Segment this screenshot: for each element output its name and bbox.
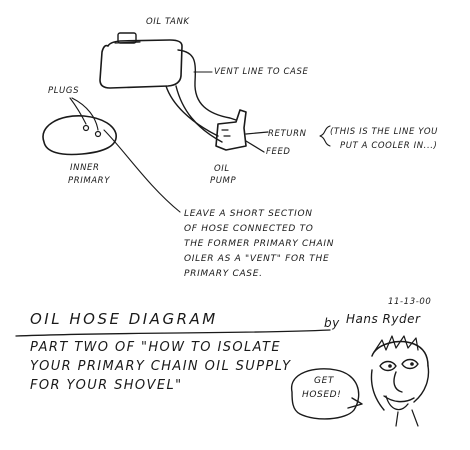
author-signature: Hans Ryder bbox=[346, 312, 421, 326]
return-pointer bbox=[245, 131, 269, 135]
leave-note-line-5: PRIMARY CASE. bbox=[184, 269, 263, 279]
vent-line-label: VENT LINE TO CASE bbox=[214, 67, 309, 77]
oil-pump-shape bbox=[215, 109, 247, 151]
leave-note-pointer bbox=[103, 129, 181, 213]
leave-note-line-2: OF HOSE CONNECTED TO bbox=[184, 224, 314, 234]
oil-tank-shape bbox=[99, 32, 183, 89]
inner-primary-label-2: PRIMARY bbox=[68, 176, 110, 186]
feed-label: FEED bbox=[266, 147, 291, 157]
bubble-text-1: GET bbox=[314, 376, 334, 386]
byline: by bbox=[324, 316, 340, 330]
cartoon-face bbox=[370, 335, 430, 427]
leave-note-line-3: THE FORMER PRIMARY CHAIN bbox=[184, 239, 335, 249]
title-underline bbox=[15, 329, 331, 337]
return-note-line-2: PUT A COOLER IN...) bbox=[340, 141, 438, 151]
oil-tank-label: OIL TANK bbox=[146, 17, 190, 27]
oil-pump-label-1: OIL bbox=[214, 164, 230, 174]
inner-primary-label-1: INNER bbox=[70, 163, 100, 173]
return-note-line-1: (THIS IS THE LINE YOU bbox=[330, 127, 438, 137]
oil-pump-label-2: PUMP bbox=[210, 176, 237, 186]
feed-hose bbox=[175, 85, 223, 143]
leave-note-line-1: LEAVE A SHORT SECTION bbox=[184, 209, 313, 219]
plugs-label: PLUGS bbox=[48, 86, 80, 96]
subtitle-line-2: YOUR PRIMARY CHAIN OIL SUPPLY bbox=[30, 359, 292, 374]
bubble-text-2: HOSED! bbox=[302, 390, 342, 400]
subtitle-line-3: FOR YOUR SHOVEL" bbox=[30, 378, 183, 393]
feed-pointer bbox=[245, 140, 265, 153]
plugs-pointer-2 bbox=[71, 97, 99, 131]
return-brace bbox=[319, 125, 331, 147]
inner-primary-shape bbox=[42, 115, 117, 156]
date-label: 11-13-00 bbox=[388, 297, 432, 307]
speech-bubble bbox=[291, 368, 363, 420]
diagram-title: OIL HOSE DIAGRAM bbox=[30, 310, 218, 328]
subtitle-line-1: PART TWO OF "HOW TO ISOLATE bbox=[30, 340, 281, 355]
vent-hose bbox=[177, 49, 237, 121]
return-label: RETURN bbox=[268, 129, 307, 139]
leave-note-line-4: OILER AS A "VENT" FOR THE bbox=[184, 254, 330, 264]
return-hose bbox=[165, 85, 219, 137]
plugs-pointer bbox=[69, 97, 87, 125]
